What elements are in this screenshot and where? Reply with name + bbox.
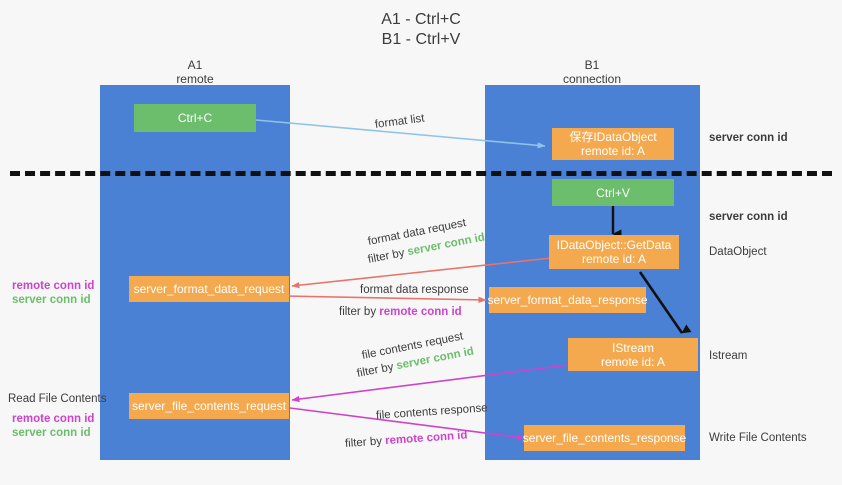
lane-header-a1-sub: remote <box>176 72 214 86</box>
left-label-read-file-contents: Read File Contents <box>8 393 107 405</box>
node-istream[interactable]: IStream remote id: A <box>568 338 698 371</box>
node-server-format-data-request[interactable]: server_format_data_request <box>129 276 289 302</box>
node-server-file-contents-request-label: server_file_contents_request <box>131 399 287 413</box>
lane-header-a1-name: A1 <box>187 58 203 72</box>
node-get-data-sub: remote id: A <box>581 252 647 266</box>
left-server-conn-id-1: server conn id <box>12 294 91 306</box>
node-ctrl-c[interactable]: Ctrl+C <box>134 104 256 132</box>
lane-header-b1: B1 connection <box>522 58 662 86</box>
arrow-format-data-request <box>291 257 552 289</box>
node-server-file-contents-request[interactable]: server_file_contents_request <box>129 393 289 419</box>
edge-label-format-data-response: format data response <box>360 284 469 296</box>
left-label-conn-ids-bottom: remote conn id server conn id <box>12 412 94 440</box>
node-data-object-label: 保存IDataObject <box>569 130 657 144</box>
node-data-object[interactable]: 保存IDataObject remote id: A <box>552 128 674 160</box>
remote-conn-id-text-1: remote conn id <box>379 306 462 318</box>
edge-label-format-data-response-filter: filter by remote conn id <box>339 306 462 318</box>
right-label-istream: Istream <box>709 350 748 362</box>
arrow-getdata-to-istream <box>638 271 692 334</box>
node-data-object-sub: remote id: A <box>580 144 646 158</box>
left-remote-conn-id-1: remote conn id <box>12 280 95 292</box>
arrow-format-list <box>255 119 546 149</box>
left-label-conn-ids-top: remote conn id server conn id <box>12 279 94 307</box>
phase-divider <box>10 171 832 176</box>
title-line-1: A1 - Ctrl+C <box>381 11 461 28</box>
title-line-2: B1 - Ctrl+V <box>381 31 461 48</box>
lane-header-b1-sub: connection <box>562 72 622 86</box>
node-server-format-data-response[interactable]: server_format_data_response <box>487 287 648 313</box>
node-server-file-contents-response[interactable]: server_file_contents_response <box>522 425 687 451</box>
lane-header-a1: A1 remote <box>125 58 265 86</box>
arrow-file-contents-request <box>291 364 569 403</box>
node-server-file-contents-response-label: server_file_contents_response <box>522 431 687 445</box>
left-remote-conn-id-2: remote conn id <box>12 413 95 425</box>
node-ctrl-c-label: Ctrl+C <box>177 111 213 125</box>
left-server-conn-id-2: server conn id <box>12 427 91 439</box>
right-label-server-conn-id-top: server conn id <box>709 132 788 144</box>
node-ctrl-v-label: Ctrl+V <box>596 185 630 200</box>
node-get-data-label: IDataObject::GetData <box>556 238 672 252</box>
node-istream-label: IStream <box>611 340 654 355</box>
node-ctrl-v[interactable]: Ctrl+V <box>552 179 674 206</box>
right-label-data-object: DataObject <box>709 246 767 258</box>
node-server-format-data-response-label: server_format_data_response <box>487 293 648 307</box>
page-title: A1 - Ctrl+C B1 - Ctrl+V <box>0 10 842 50</box>
filter-by-text-2: filter by <box>339 306 377 318</box>
right-label-server-conn-id-mid: server conn id <box>709 211 788 223</box>
node-istream-sub: remote id: A <box>600 354 666 369</box>
right-label-write-file-contents: Write File Contents <box>709 432 807 444</box>
arrow-file-contents-response <box>289 407 525 441</box>
node-server-format-data-request-label: server_format_data_request <box>133 282 285 296</box>
node-get-data[interactable]: IDataObject::GetData remote id: A <box>549 235 679 269</box>
lane-header-b1-name: B1 <box>584 58 600 72</box>
arrow-format-data-response <box>284 295 487 304</box>
